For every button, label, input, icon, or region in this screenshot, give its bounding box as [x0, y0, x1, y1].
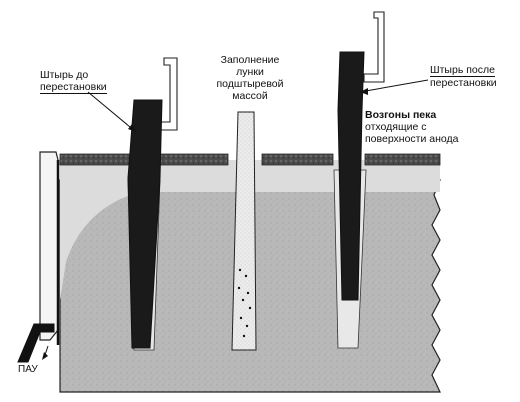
label-fumes-line2: отходящие с — [365, 121, 427, 133]
label-pin-after-line2: перестановки — [430, 77, 497, 89]
label-hole-filling: Заполнение лунки подштыревой массой — [196, 54, 304, 102]
label-pin-before-line2: перестановки — [40, 81, 107, 94]
pin-after — [337, 51, 365, 301]
label-pau: ПАУ — [18, 364, 38, 375]
label-fill-line2: лунки — [236, 66, 264, 78]
label-pin-after: Штырь после перестановки — [430, 64, 520, 89]
pau-arrow-head — [42, 352, 48, 360]
label-fill-line1: Заполнение — [220, 54, 280, 66]
label-pitch-fumes: Возгоны пека отходящие с поверхности ано… — [365, 109, 485, 145]
leader-pin-before — [87, 91, 137, 133]
leader-pin-before-arrow — [128, 124, 136, 132]
pin-before — [127, 99, 163, 349]
label-pin-after-line1: Штырь после — [430, 64, 495, 77]
label-pin-before-line1: Штырь до — [40, 69, 89, 81]
pin-before-rod — [159, 57, 178, 131]
label-fumes-line1: Возгоны пека — [365, 109, 437, 121]
side-wall — [39, 151, 59, 341]
paste-particles — [237, 268, 252, 338]
leader-pin-after — [359, 79, 429, 93]
leader-pin-after-arrow — [360, 88, 368, 95]
pin-after-rod — [363, 11, 385, 83]
label-pin-before: Штырь до перестановки — [40, 69, 140, 94]
crust-layer-mid — [261, 153, 334, 166]
crust-layer-right — [364, 153, 441, 166]
pau-duct — [17, 323, 55, 363]
label-fill-line4: массой — [232, 90, 268, 102]
label-fill-line3: подштыревой — [216, 78, 284, 90]
label-fumes-line3: поверхности анода — [365, 133, 459, 145]
filled-hole — [231, 111, 257, 351]
